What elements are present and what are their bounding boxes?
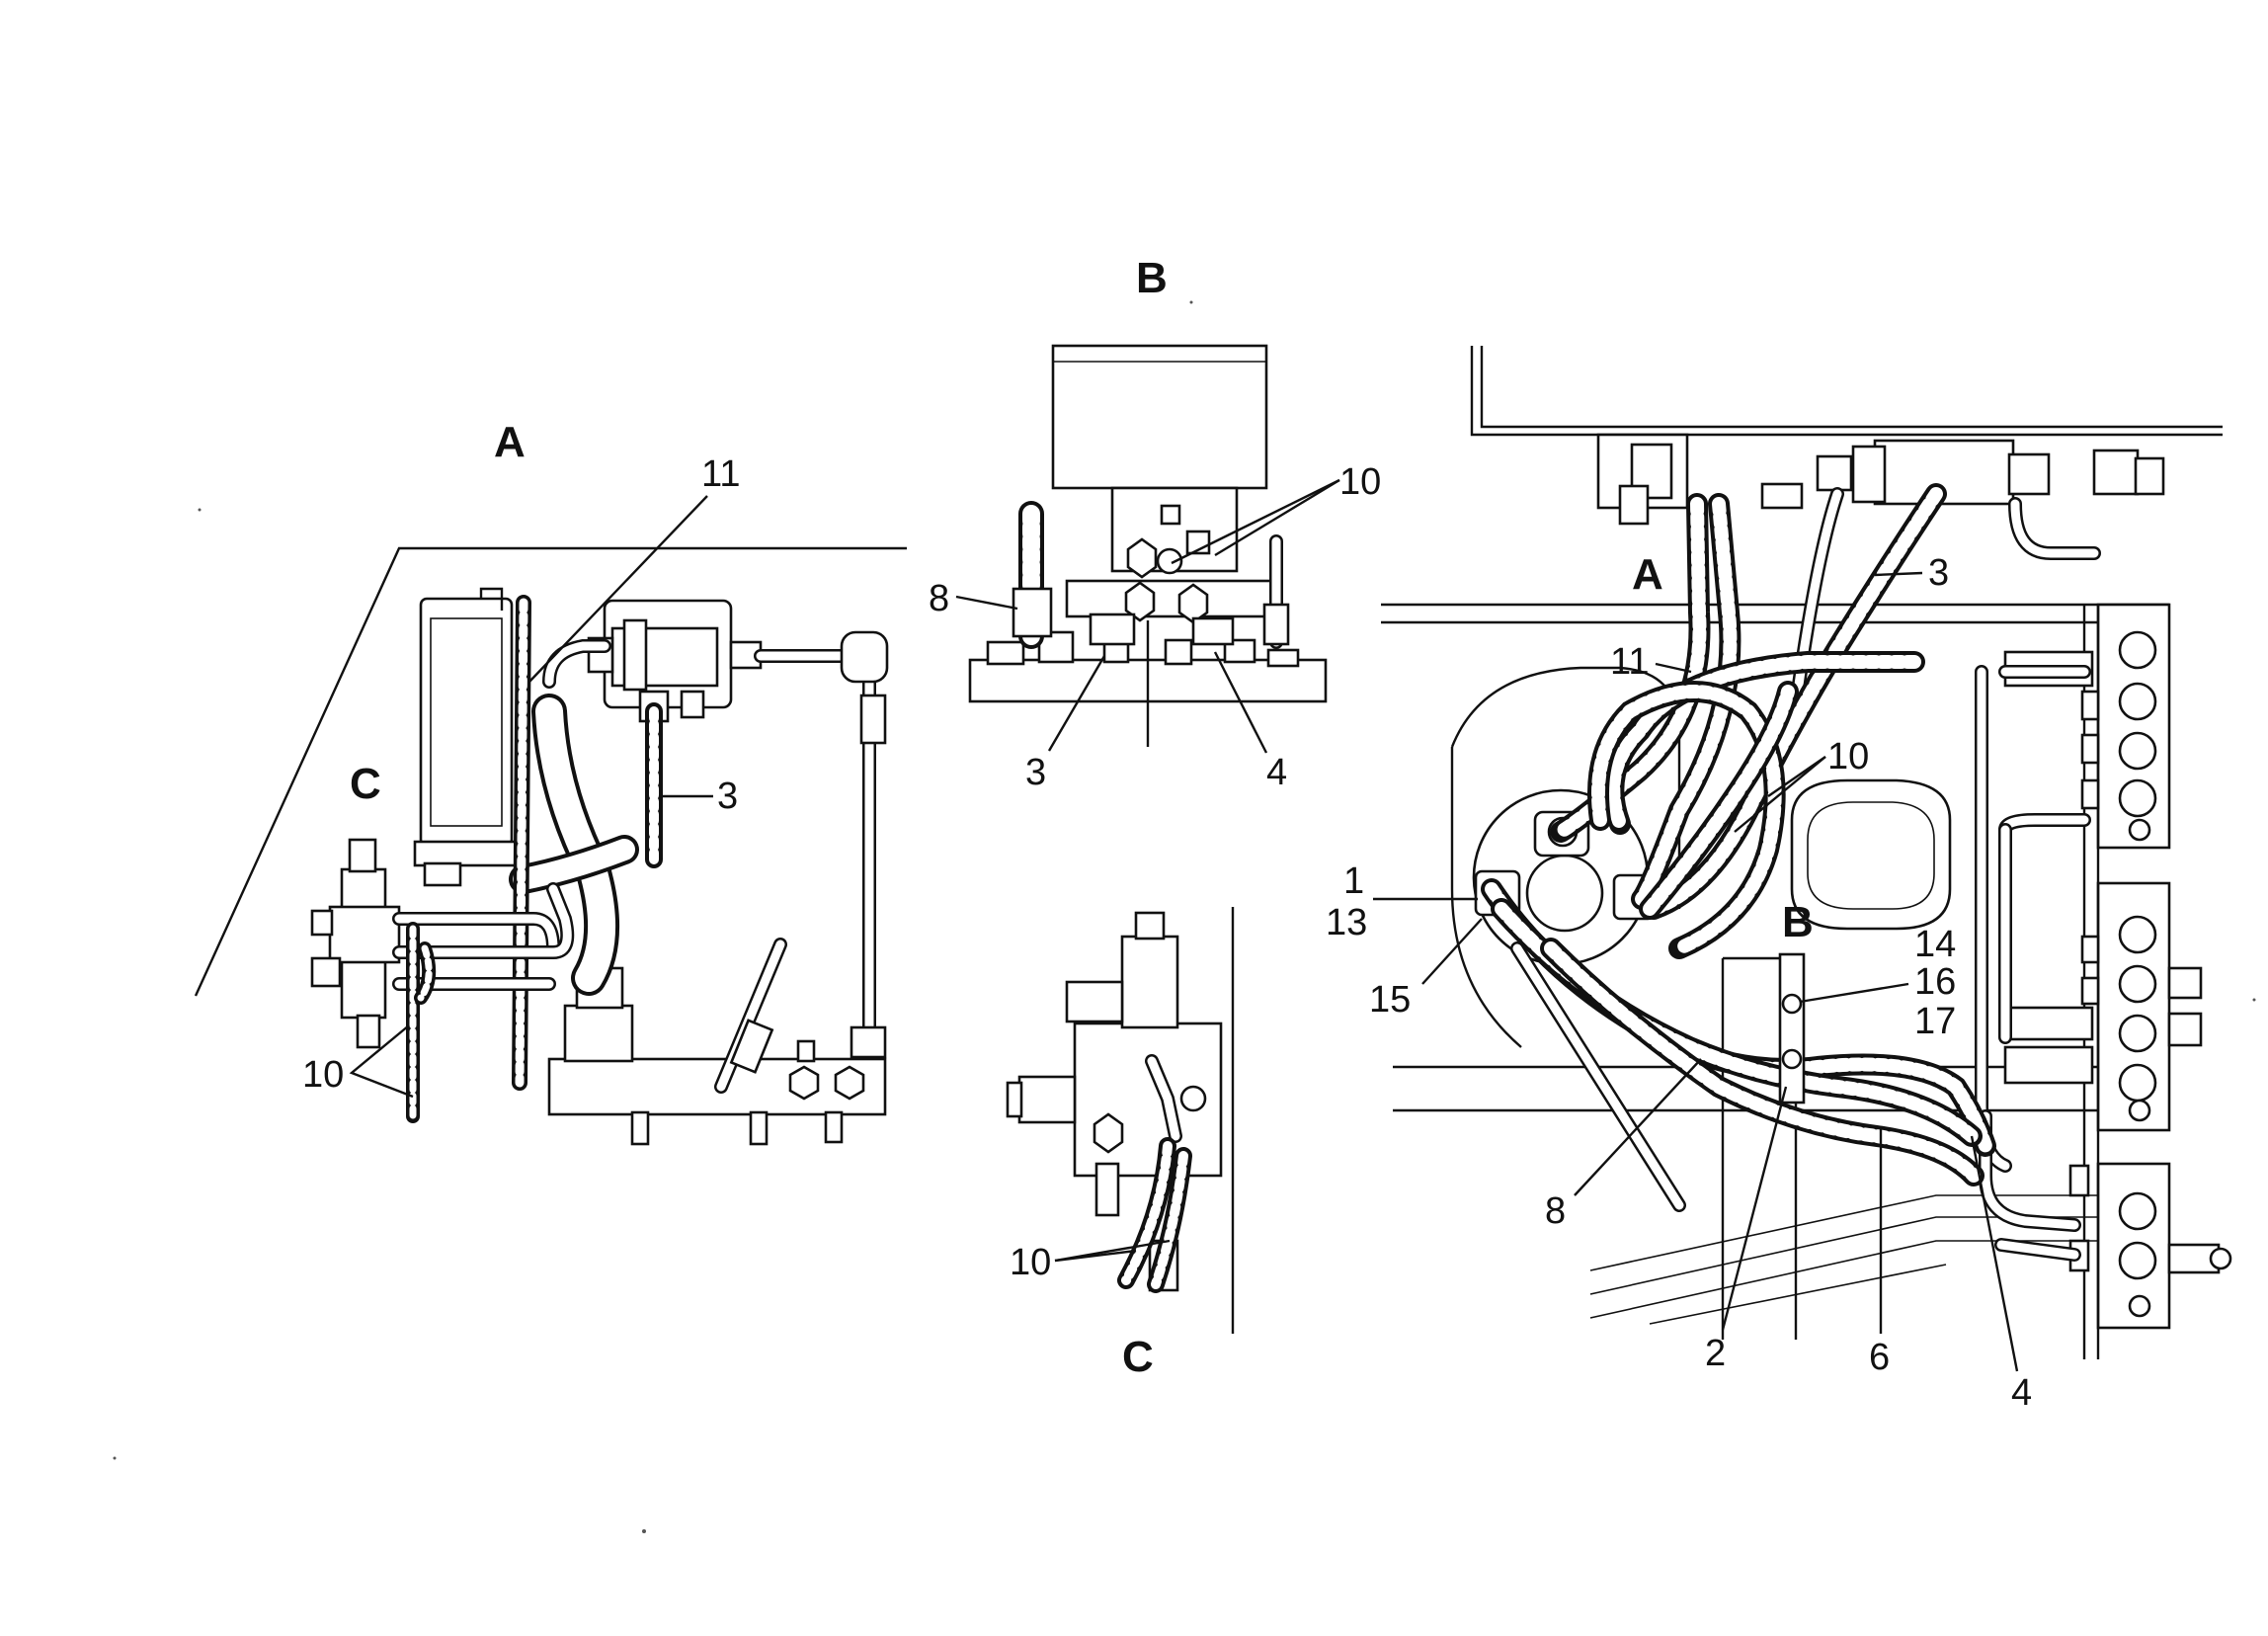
detail-c-title: C: [1122, 1333, 1154, 1381]
scan-speck: [113, 1456, 117, 1460]
main-callout-3: 3: [1928, 552, 1949, 594]
detail-b-callout-8: 8: [929, 578, 949, 619]
main-callout-4: 4: [2011, 1372, 2032, 1414]
detail-a-callout-3: 3: [717, 776, 738, 817]
main-callout-16: 16: [1914, 961, 1956, 1003]
detail-b-callout-3: 3: [1025, 752, 1046, 793]
main-callout-1: 1: [1343, 860, 1364, 902]
filter-canister: [419, 597, 514, 848]
detail-a-marker-c: C: [350, 760, 381, 808]
detail-c-view: C 10: [1006, 907, 1235, 1381]
detail-a-callout-11: 11: [701, 453, 740, 495]
main-frame-top: [1470, 346, 2223, 437]
detail-a-title: A: [494, 418, 526, 466]
scan-speck: [198, 508, 202, 512]
scan-speck: [2252, 998, 2256, 1002]
scan-speck: [642, 1529, 646, 1533]
tank-opening: [1790, 778, 1952, 931]
main-clamp-bracket: [1778, 952, 1806, 1104]
main-callout-13: 13: [1326, 902, 1367, 943]
detail-a-callout-10: 10: [302, 1054, 344, 1096]
main-callout-17: 17: [1914, 1001, 1956, 1042]
scan-speck: [1189, 300, 1193, 304]
frame-outline: [194, 546, 907, 997]
main-callout-15: 15: [1369, 979, 1411, 1021]
main-callout-10: 10: [1827, 736, 1869, 777]
main-callout-6: 6: [1869, 1337, 1890, 1378]
detail-c-callout-10: 10: [1010, 1242, 1051, 1283]
main-callout-2: 2: [1705, 1333, 1726, 1374]
detail-b-callout-10: 10: [1339, 461, 1381, 503]
main-marker-b: B: [1782, 898, 1814, 946]
main-callout-14: 14: [1914, 924, 1956, 965]
detail-b-callout-4: 4: [1266, 752, 1287, 793]
detail-b-title: B: [1136, 254, 1168, 302]
main-marker-a: A: [1632, 550, 1663, 599]
main-assembly-view: A B 3 11 10 1 13 15 14 16 17 8 2 6 4: [1326, 346, 2232, 1414]
detail-b-reservoir: [1051, 344, 1268, 490]
main-callout-8: 8: [1545, 1190, 1566, 1232]
main-callout-11: 11: [1610, 641, 1649, 683]
detail-a-view: A: [194, 418, 907, 1146]
detail-b-view: B 10 8: [929, 254, 1381, 793]
